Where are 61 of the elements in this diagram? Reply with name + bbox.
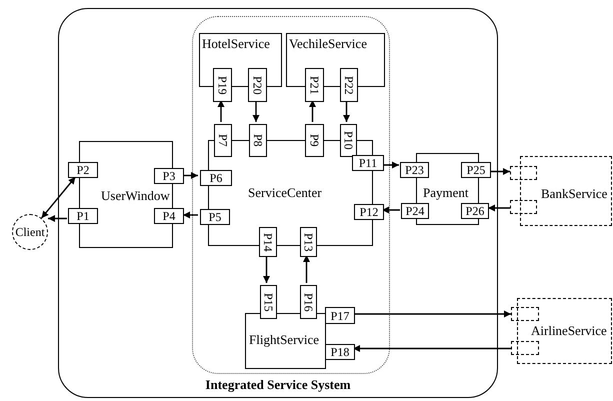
arrow xyxy=(252,100,260,122)
port-box: P4 xyxy=(154,208,184,224)
port-box: P13 xyxy=(300,227,317,257)
port-box: P18 xyxy=(325,344,355,360)
port-box: P2 xyxy=(68,162,98,178)
port-box xyxy=(510,166,537,180)
port-box: P8 xyxy=(249,124,267,157)
component-title: AirlineService xyxy=(531,324,607,337)
arrow xyxy=(353,310,511,318)
port-box: P19 xyxy=(213,68,232,102)
external-service-box xyxy=(520,156,612,226)
arrow xyxy=(183,212,198,218)
port-box: P9 xyxy=(305,124,324,157)
port-box: P26 xyxy=(461,203,489,219)
port-box: P24 xyxy=(401,203,429,219)
arrow xyxy=(40,176,76,219)
port-box xyxy=(511,307,539,321)
port-box: P25 xyxy=(461,162,491,178)
port-box: P15 xyxy=(260,285,277,319)
port-box: P21 xyxy=(305,68,324,102)
arrow xyxy=(382,206,400,214)
port-box: P23 xyxy=(400,162,429,178)
arrow xyxy=(48,215,67,222)
port-box: P12 xyxy=(354,204,384,220)
component-title: BankService xyxy=(541,187,608,200)
arrow xyxy=(263,255,270,283)
client-label: Client xyxy=(15,226,45,238)
port-box xyxy=(510,200,537,214)
arrow xyxy=(488,204,510,212)
port-box xyxy=(511,341,539,355)
arrow xyxy=(382,162,399,168)
port-box: P5 xyxy=(200,209,230,225)
component-title: ServiceCenter xyxy=(248,186,322,199)
arrow xyxy=(353,345,511,352)
component-title: VechileService xyxy=(289,37,367,50)
port-box: P7 xyxy=(214,124,232,157)
component-title: UserWindow xyxy=(101,189,170,202)
port-box: P10 xyxy=(340,124,357,157)
port-box: P20 xyxy=(248,68,267,102)
component-title: FlightService xyxy=(249,333,320,346)
port-box: P11 xyxy=(352,155,384,171)
port-box: P6 xyxy=(200,170,232,186)
component-title: Payment xyxy=(423,186,468,199)
region-outline xyxy=(192,16,390,374)
system-title: Integrated Service System xyxy=(205,378,351,391)
arrow xyxy=(343,100,350,122)
arrow xyxy=(490,168,510,175)
client-circle xyxy=(12,214,48,250)
component-title: HotelService xyxy=(202,37,270,50)
arrow xyxy=(303,255,310,283)
arrow xyxy=(183,172,198,179)
system-boundary xyxy=(58,8,498,398)
external-service-box xyxy=(517,298,612,364)
port-box: P17 xyxy=(325,307,355,324)
port-box: P16 xyxy=(300,285,317,319)
port-box: P1 xyxy=(68,208,98,224)
port-box: P22 xyxy=(340,68,358,102)
arrow xyxy=(218,100,224,122)
arrow xyxy=(309,100,316,122)
port-box: P14 xyxy=(259,227,277,257)
port-box: P3 xyxy=(154,168,184,184)
